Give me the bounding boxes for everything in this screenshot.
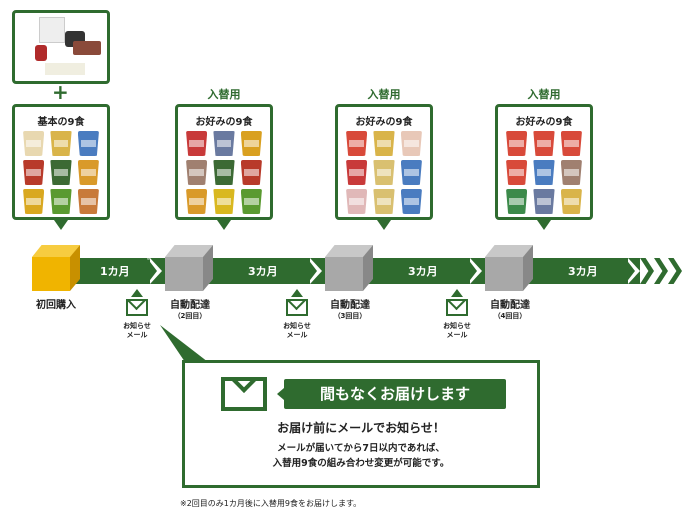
noodle-cup-image (240, 160, 262, 185)
noodle-cup-image (373, 189, 395, 214)
meal-set-box: お好みの9食 (175, 104, 273, 220)
noodle-cup-image (400, 160, 422, 185)
noodle-cup-image (23, 131, 45, 156)
noodle-cup-image (23, 160, 45, 185)
step-sub: （3回目） (333, 312, 367, 320)
callout-pointer (160, 325, 208, 362)
interval-label: 3カ月 (408, 265, 438, 278)
noodle-cup-image (533, 160, 555, 185)
noodle-cup-image (213, 131, 235, 156)
noodle-cup-image (346, 131, 368, 156)
noodle-cup-image (346, 189, 368, 214)
noodle-cup-image (50, 189, 72, 214)
swap-label: 入替用 (527, 88, 561, 101)
noodle-cup-image (400, 189, 422, 214)
step-sub: （4回目） (493, 312, 527, 320)
large-mail-icon (221, 377, 267, 411)
meal-set-title: お好みの9食 (195, 117, 253, 128)
step-label: 初回購入 (36, 300, 76, 311)
mail-icon (126, 299, 148, 316)
starter-kit-image (12, 10, 110, 84)
step-label: 自動配達 (170, 300, 210, 311)
noodle-cup-image (560, 131, 582, 156)
step-sub: （2回目） (173, 312, 207, 320)
noodle-cup-image (77, 189, 99, 214)
meal-set-title: お好みの9食 (355, 117, 413, 128)
swap-label: 入替用 (207, 88, 241, 101)
interval-label: 1カ月 (100, 265, 130, 278)
noodle-cup-image (186, 160, 208, 185)
noodle-cup-image (23, 189, 45, 214)
pointer-arrow (537, 220, 551, 230)
interval-label: 3カ月 (568, 265, 598, 278)
noodle-cup-image (346, 160, 368, 185)
noodle-cup-image (240, 131, 262, 156)
mail-notice-label: お知らせメール (443, 322, 471, 339)
noodle-cup-image (560, 189, 582, 214)
noodle-cup-image (506, 189, 528, 214)
mail-notice-label: お知らせメール (283, 322, 311, 339)
noodle-cup-image (186, 131, 208, 156)
noodle-cup-image (560, 160, 582, 185)
noodle-cup-image (77, 160, 99, 185)
noodle-cup-image (213, 189, 235, 214)
meal-set-box: お好みの9食 (335, 104, 433, 220)
noodle-cup-image (50, 131, 72, 156)
noodle-cup-image (240, 189, 262, 214)
noodle-cup-image (186, 189, 208, 214)
noodle-cup-image (506, 160, 528, 185)
notice-banner: 間もなくお届けします (284, 379, 506, 409)
delivery-box-icon (325, 245, 373, 291)
noodle-cup-image (373, 131, 395, 156)
noodle-cup-image (400, 131, 422, 156)
noodle-cup-image (50, 160, 72, 185)
mail-icon (286, 299, 308, 316)
noodle-cup-image (533, 131, 555, 156)
pointer-arrow (377, 220, 391, 230)
delivery-box-icon (485, 245, 533, 291)
noodle-cup-image (533, 189, 555, 214)
plus-sign: + (52, 80, 69, 104)
noodle-cup-image (506, 131, 528, 156)
notice-callout: 間もなくお届けします お届け前にメールでお知らせ！ メールが届いてから7日以内で… (182, 360, 540, 488)
delivery-box-icon (165, 245, 213, 291)
mail-icon (446, 299, 468, 316)
meal-set-box: お好みの9食 (495, 104, 593, 220)
noodle-cup-image (373, 160, 395, 185)
swap-label: 入替用 (367, 88, 401, 101)
first-purchase-box-icon (32, 245, 80, 291)
step-label: 自動配達 (330, 300, 370, 311)
noodle-cup-image (213, 160, 235, 185)
pointer-arrow (217, 220, 231, 230)
notice-body: メールが届いてから7日以内であれば、入替用9食の組み合わせ変更が可能です。 (272, 443, 450, 469)
meal-set-title: お好みの9食 (515, 117, 573, 128)
mail-notice-label: お知らせメール (123, 322, 151, 339)
meal-set-title: 基本の9食 (37, 117, 85, 128)
meal-set-box: 基本の9食 (12, 104, 110, 220)
noodle-cup-image (77, 131, 99, 156)
interval-label: 3カ月 (248, 265, 278, 278)
footnote: ※2回目のみ1カ月後に入替用9食をお届けします。 (180, 499, 362, 508)
step-label: 自動配達 (490, 300, 530, 311)
interval-note-mark: ※ (146, 254, 152, 262)
notice-headline: お届け前にメールでお知らせ！ (277, 421, 445, 435)
pointer-arrow (54, 220, 68, 230)
